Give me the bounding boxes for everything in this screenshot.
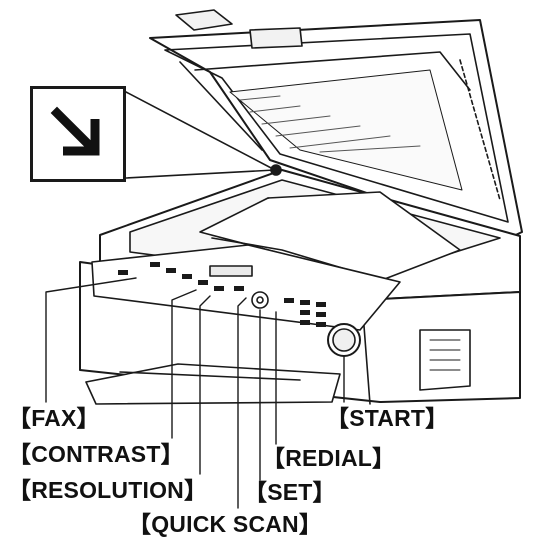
redial-label: 【REDIAL】 xyxy=(262,445,396,471)
contrast-label: 【CONTRAST】 xyxy=(8,441,184,467)
resolution-label: 【RESOLUTION】 xyxy=(8,477,208,503)
arrow-inset-box xyxy=(30,86,126,182)
quick-scan-label: 【QUICK SCAN】 xyxy=(128,511,323,537)
fax-label: 【FAX】 xyxy=(8,405,100,431)
start-label: 【START】 xyxy=(326,405,449,431)
inset-leader-lines xyxy=(125,91,282,179)
control-panel xyxy=(91,244,401,357)
label-leader-lines xyxy=(45,277,345,509)
cover-pad xyxy=(229,69,463,191)
arrow-down-right-icon xyxy=(50,106,100,156)
set-label: 【SET】 xyxy=(244,479,336,505)
